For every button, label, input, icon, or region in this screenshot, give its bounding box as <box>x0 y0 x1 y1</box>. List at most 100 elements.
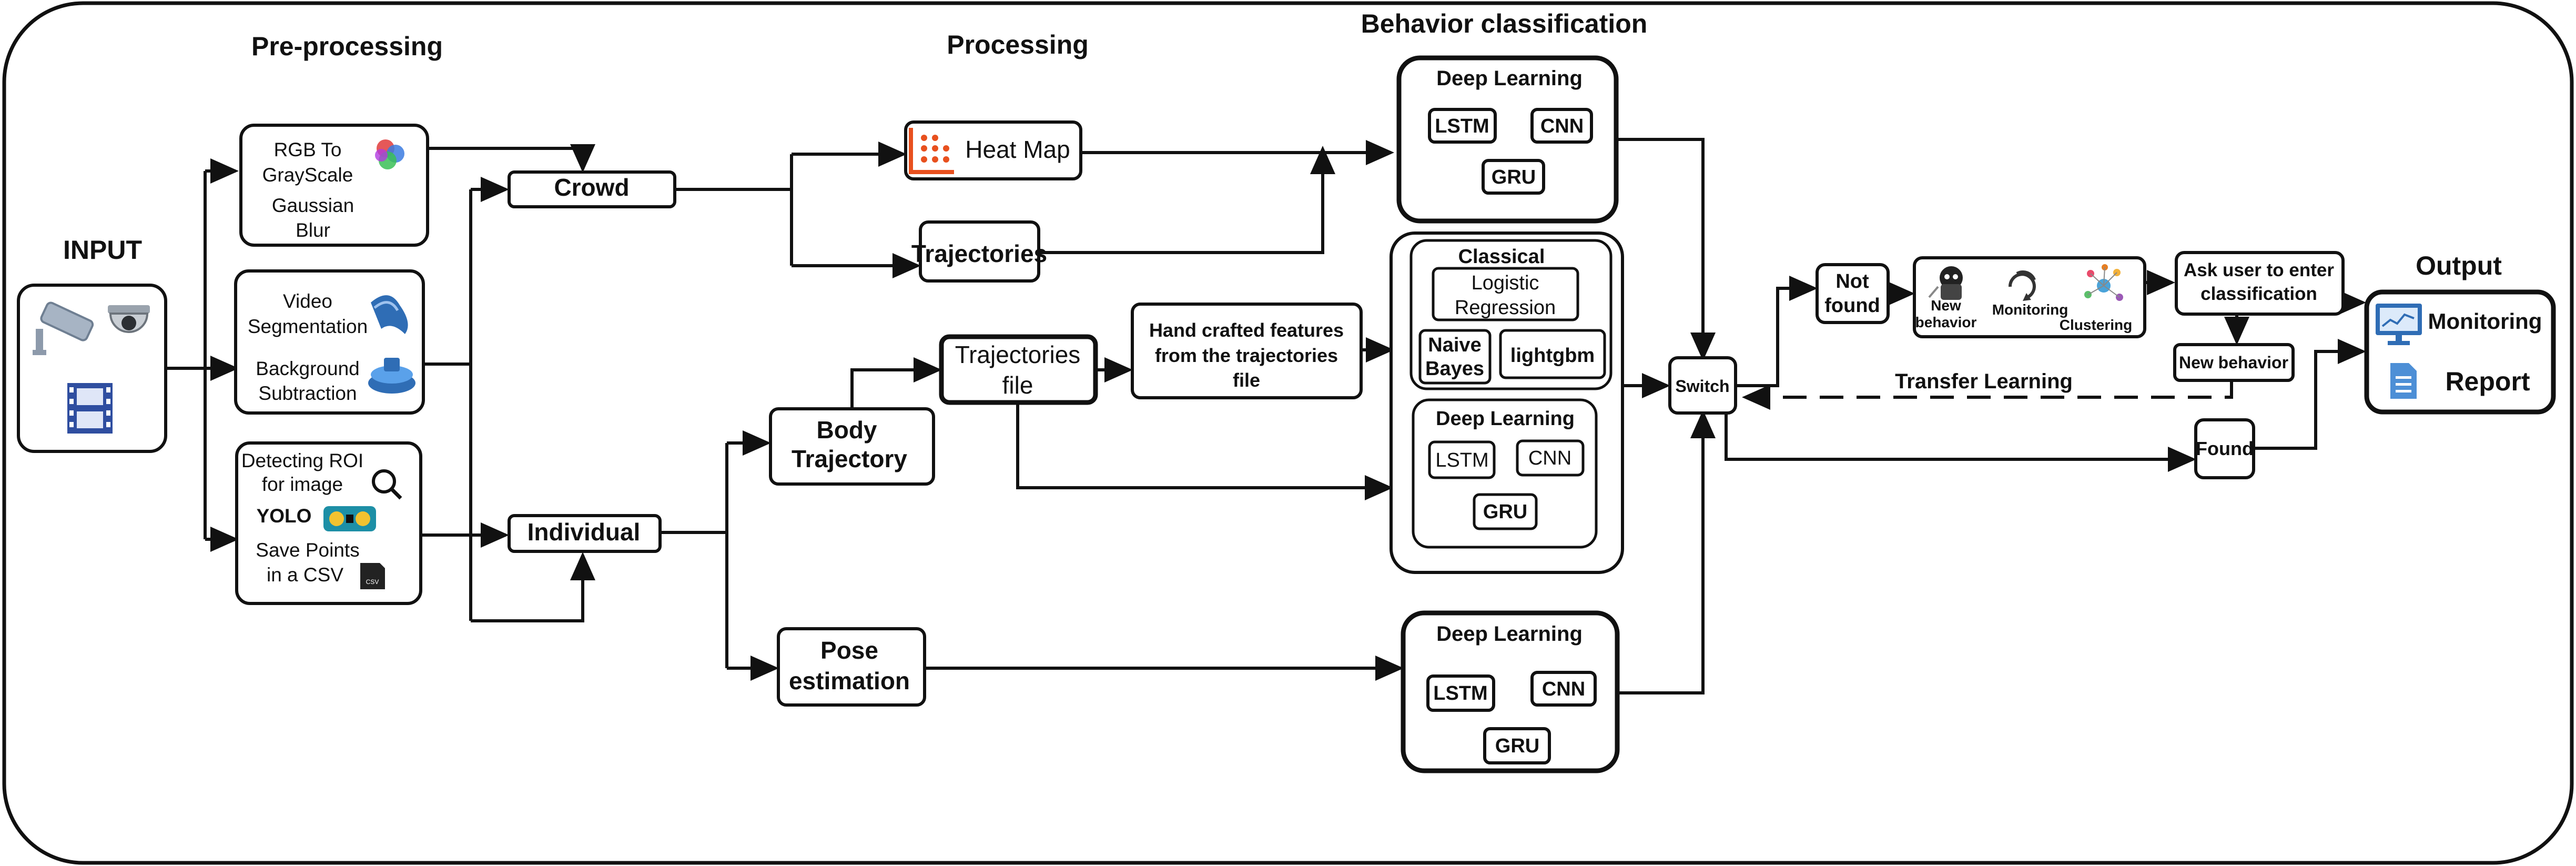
found-label: Found <box>2196 438 2254 459</box>
crowd-box <box>508 170 676 208</box>
body-trajectory-box <box>769 407 935 486</box>
deep-learning-bottom-box <box>1401 610 1620 773</box>
trajectories-file-label-2: file <box>1002 371 1033 399</box>
cctv-camera-icon <box>33 301 94 355</box>
switch-label: Switch <box>1675 377 1729 396</box>
clustering-label: Clustering <box>2060 317 2132 333</box>
cnn-middle-label: CNN <box>1528 447 1571 469</box>
color-wheel-icon <box>375 139 404 169</box>
individual-label: Individual <box>528 518 641 546</box>
for-image-label: for image <box>262 474 343 495</box>
heading-preprocessing: Pre-processing <box>251 32 443 61</box>
cnn-top-box <box>1530 108 1593 144</box>
individual-box <box>508 514 662 553</box>
layers-icon <box>368 358 415 394</box>
logistic-regression-box <box>1432 267 1579 321</box>
blur-label: Blur <box>296 219 330 241</box>
lstm-bottom-box <box>1426 674 1495 712</box>
heat-map-icon <box>909 128 954 174</box>
lstm-bottom-label: LSTM <box>1433 682 1487 704</box>
monitor-chart-icon <box>2376 304 2422 345</box>
film-reel-icon <box>371 295 408 334</box>
transfer-learning-label: Transfer Learning <box>1895 370 2073 393</box>
lstm-top-box <box>1428 108 1497 144</box>
cnn-bottom-box <box>1530 671 1597 707</box>
body-label: Body <box>817 416 877 444</box>
lstm-middle-label: LSTM <box>1435 449 1488 471</box>
naive-bayes-box <box>1418 329 1492 385</box>
document-icon <box>2390 363 2417 399</box>
gru-middle-box <box>1473 493 1538 530</box>
new-behavior-box-label: New behavior <box>2179 353 2288 372</box>
gru-middle-label: GRU <box>1483 501 1527 523</box>
cnn-bottom-label: CNN <box>1542 678 1585 700</box>
new-label: New <box>1931 297 1961 314</box>
rgb-to-label: RGB To <box>274 139 342 160</box>
trajectories-box <box>919 220 1040 283</box>
new-behavior-box <box>2173 343 2295 382</box>
deep-learning-top-label: Deep Learning <box>1436 67 1583 90</box>
ask-user-label-1: Ask user to enter <box>2184 260 2334 280</box>
connectors <box>166 138 2366 694</box>
in-a-csv-label: in a CSV <box>267 564 343 586</box>
monitoring-output-label: Monitoring <box>2428 309 2542 334</box>
save-points-label: Save Points <box>256 539 359 561</box>
report-output-label: Report <box>2445 367 2530 396</box>
naive-label: Naive <box>1428 334 1481 356</box>
heading-output: Output <box>2416 251 2502 280</box>
monitoring-flow-label: Monitoring <box>1992 301 2068 318</box>
lstm-top-label: LSTM <box>1435 115 1489 137</box>
dome-camera-icon <box>108 305 150 333</box>
segmentation-label: Segmentation <box>248 316 368 337</box>
trajectory-label: Trajectory <box>792 445 907 472</box>
cluster-icon <box>2084 264 2123 301</box>
gru-top-box <box>1482 159 1545 195</box>
heading-input: INPUT <box>63 235 142 265</box>
logistic-label: Logistic <box>1472 272 1539 294</box>
crowd-label: Crowd <box>554 174 629 201</box>
heading-behavior-classification: Behavior classification <box>1361 9 1648 38</box>
hand-crafted-label-3: file <box>1233 369 1260 391</box>
robot-icon <box>1928 266 1963 300</box>
magnifier-icon <box>372 469 402 500</box>
heat-map-label: Heat Map <box>965 136 1070 163</box>
gru-bottom-box <box>1483 727 1551 764</box>
ask-user-box <box>2175 251 2345 316</box>
not-found-box <box>1816 263 1890 324</box>
bayes-label: Bayes <box>1425 358 1484 380</box>
cnn-top-label: CNN <box>1540 115 1584 137</box>
hand-crafted-box <box>1131 303 1363 399</box>
not-label: Not <box>1835 270 1869 293</box>
classical-label: Classical <box>1458 246 1545 268</box>
hand-crafted-label-2: from the trajectories <box>1155 345 1338 366</box>
trajectories-label: Trajectories <box>911 240 1047 267</box>
switch-box <box>1668 356 1737 415</box>
film-strip-icon <box>67 383 113 434</box>
lightgbm-box <box>1499 329 1606 379</box>
video-label: Video <box>283 290 332 312</box>
deep-learning-bottom-label: Deep Learning <box>1436 622 1583 646</box>
found-box <box>2194 418 2255 479</box>
trajectories-file-box <box>939 334 1098 405</box>
heading-processing: Processing <box>947 30 1089 59</box>
estimation-label: estimation <box>789 667 910 694</box>
cycle-icon <box>2008 270 2036 301</box>
gru-top-label: GRU <box>1492 166 1536 188</box>
ask-user-label-2: classification <box>2200 284 2317 304</box>
regression-label: Regression <box>1455 297 1556 319</box>
lightgbm-label: lightgbm <box>1510 345 1595 367</box>
deep-learning-middle-label: Deep Learning <box>1436 408 1575 430</box>
subtraction-label: Subtraction <box>258 382 357 404</box>
heat-map-box <box>904 120 1082 180</box>
behavior-label: behavior <box>1915 314 1977 330</box>
pose-label: Pose <box>820 637 878 664</box>
gru-bottom-label: GRU <box>1495 735 1539 757</box>
lstm-middle-box <box>1428 440 1496 479</box>
yolo-label: YOLO <box>257 505 312 527</box>
grayscale-label: GrayScale <box>262 164 353 186</box>
deep-learning-middle-box <box>1412 398 1598 549</box>
pose-estimation-box <box>777 627 926 707</box>
found-label-nf: found <box>1824 295 1880 317</box>
